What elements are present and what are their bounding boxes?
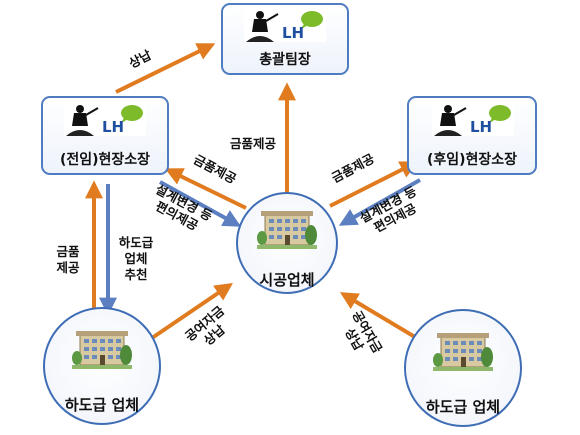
label-line: 하도급 xyxy=(119,235,154,250)
label-report-up: 상납 xyxy=(126,47,154,71)
label-recommend-sub: 하도급 업체 추천 xyxy=(119,235,154,282)
label-line: 추천 xyxy=(124,267,147,282)
node-general-manager: 총괄팀장 xyxy=(221,3,349,75)
arrow-kickback-left xyxy=(150,282,233,340)
label-favor-from-successor: 설계변경 등 편의제공 xyxy=(357,183,419,235)
node-label: 총괄팀장 xyxy=(259,51,311,68)
node-label: (전임)현장소장 xyxy=(60,151,150,168)
lh-logo-icon xyxy=(63,101,147,137)
lh-logo-icon xyxy=(431,101,515,137)
arrow-bribe-to-successor xyxy=(329,161,419,208)
building-icon xyxy=(256,210,318,250)
arrow-kickback-right xyxy=(339,292,422,342)
node-subcontractor-left: 하도급 업체 xyxy=(43,307,161,425)
building-icon xyxy=(71,330,133,370)
label-sub-bribe-to-former: 금품 제공 xyxy=(56,244,80,275)
building-icon xyxy=(432,332,494,372)
arrows xyxy=(85,43,422,342)
node-successor-site-manager: (후임)현장소장 xyxy=(407,96,537,175)
arrow-report-up xyxy=(115,43,216,94)
node-label: 하도급 업체 xyxy=(65,396,139,414)
arrow-favor-from-former xyxy=(159,180,242,227)
arrow-favor-from-successor xyxy=(338,178,421,226)
node-contractor: 시공업체 xyxy=(236,192,338,294)
node-label: 하도급 업체 xyxy=(426,398,500,416)
label-line: 금품 xyxy=(56,244,80,259)
label-bribe-to-gm-h: 금품제공 xyxy=(230,136,277,151)
node-subcontractor-right: 하도급 업체 xyxy=(404,309,522,427)
label-line: 업체 xyxy=(124,251,147,266)
label-line: 제공 xyxy=(56,260,80,275)
label-bribe-to-successor: 금품제공 xyxy=(329,150,377,185)
node-former-site-manager: (전임)현장소장 xyxy=(41,96,169,175)
label-bribe-to-former: 금품제공 xyxy=(191,152,239,187)
lh-logo-icon xyxy=(243,7,327,43)
node-label: (후임)현장소장 xyxy=(427,151,517,168)
node-label: 시공업체 xyxy=(259,271,314,289)
arrow-bribe-to-former xyxy=(164,168,247,210)
